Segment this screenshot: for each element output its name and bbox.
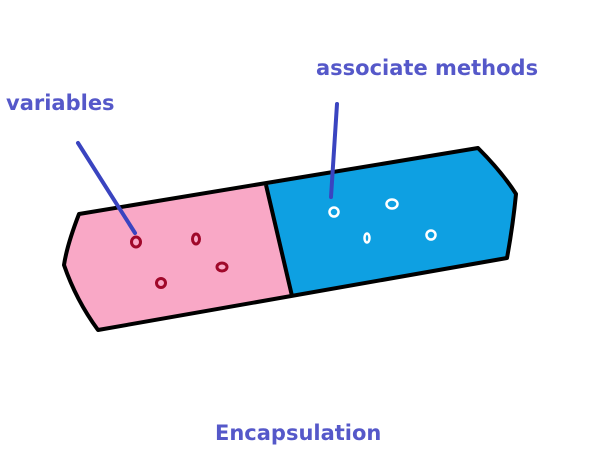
diagram-caption: Encapsulation: [215, 421, 381, 445]
method-dot: [385, 198, 399, 210]
capsule-divider: [264, 184, 294, 297]
variables-pointer: [76, 141, 137, 235]
variable-dot: [130, 235, 142, 249]
variable-dot: [215, 261, 229, 273]
methods-pointer: [329, 102, 339, 199]
variable-dot: [155, 277, 167, 289]
method-dot: [328, 206, 340, 218]
variables-label: variables: [6, 91, 115, 115]
methods-half: [266, 148, 516, 296]
variable-dot: [191, 232, 201, 246]
method-dot: [425, 229, 437, 241]
variables-half: [64, 185, 292, 330]
methods-label: associate methods: [316, 56, 538, 80]
capsule-outline: [62, 146, 518, 332]
method-dot: [363, 232, 371, 244]
